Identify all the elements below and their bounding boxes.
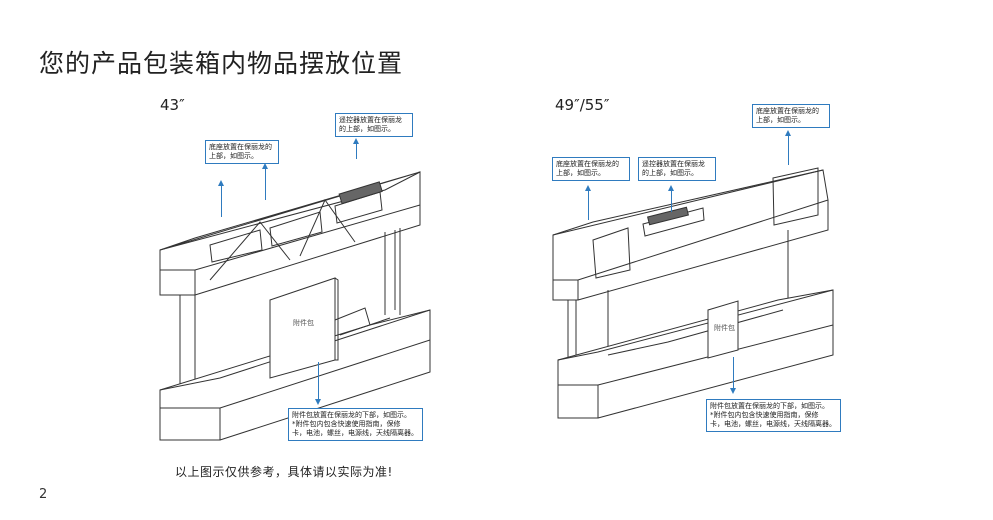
size-label-43: 43″ [160,96,185,114]
disclaimer-text: 以上图示仅供参考，具体请以实际为准! [175,465,393,479]
page-number: 2 [39,487,48,502]
size-label-49-55: 49″/55″ [555,96,610,114]
callout-accessory-49-55: 附件包放置在保丽龙的下部，如图示。 *附件包内包含快速使用指南，保修 卡，电池，… [706,399,841,432]
arrow-up-base-43-a [218,180,224,217]
package-illustration-43: 附件包 [159,171,431,441]
arrow-up-remote-43 [353,138,359,159]
package-illustration-49-55: 附件包 [552,167,834,419]
accessory-bag-label-43: 附件包 [293,318,314,327]
arrow-up-remote-49-55 [668,185,674,212]
accessory-bag-label-49-55: 附件包 [714,323,735,332]
arrow-up-base-right-49-55 [785,130,791,165]
callout-base-right-49-55: 底座放置在保丽龙的 上部，如图示。 [752,104,830,128]
page-title: 您的产品包装箱内物品摆放位置 [39,49,404,78]
arrow-up-base-43-b [262,163,268,200]
arrow-up-base-left-49-55 [585,185,591,220]
callout-accessory-43: 附件包放置在保丽龙的下部，如图示。 *附件包内包含快速使用指南，保修 卡，电池，… [288,408,423,441]
arrow-down-accessory-43 [315,362,321,405]
callout-base-43: 底座放置在保丽龙的 上部，如图示。 [205,140,279,164]
callout-remote-49-55: 遥控器放置在保丽龙 的上部，如图示。 [638,157,716,181]
callout-remote-43: 遥控器放置在保丽龙 的上部，如图示。 [335,113,413,137]
callout-base-left-49-55: 底座放置在保丽龙的 上部，如图示。 [552,157,630,181]
arrow-down-accessory-49-55 [730,357,736,394]
